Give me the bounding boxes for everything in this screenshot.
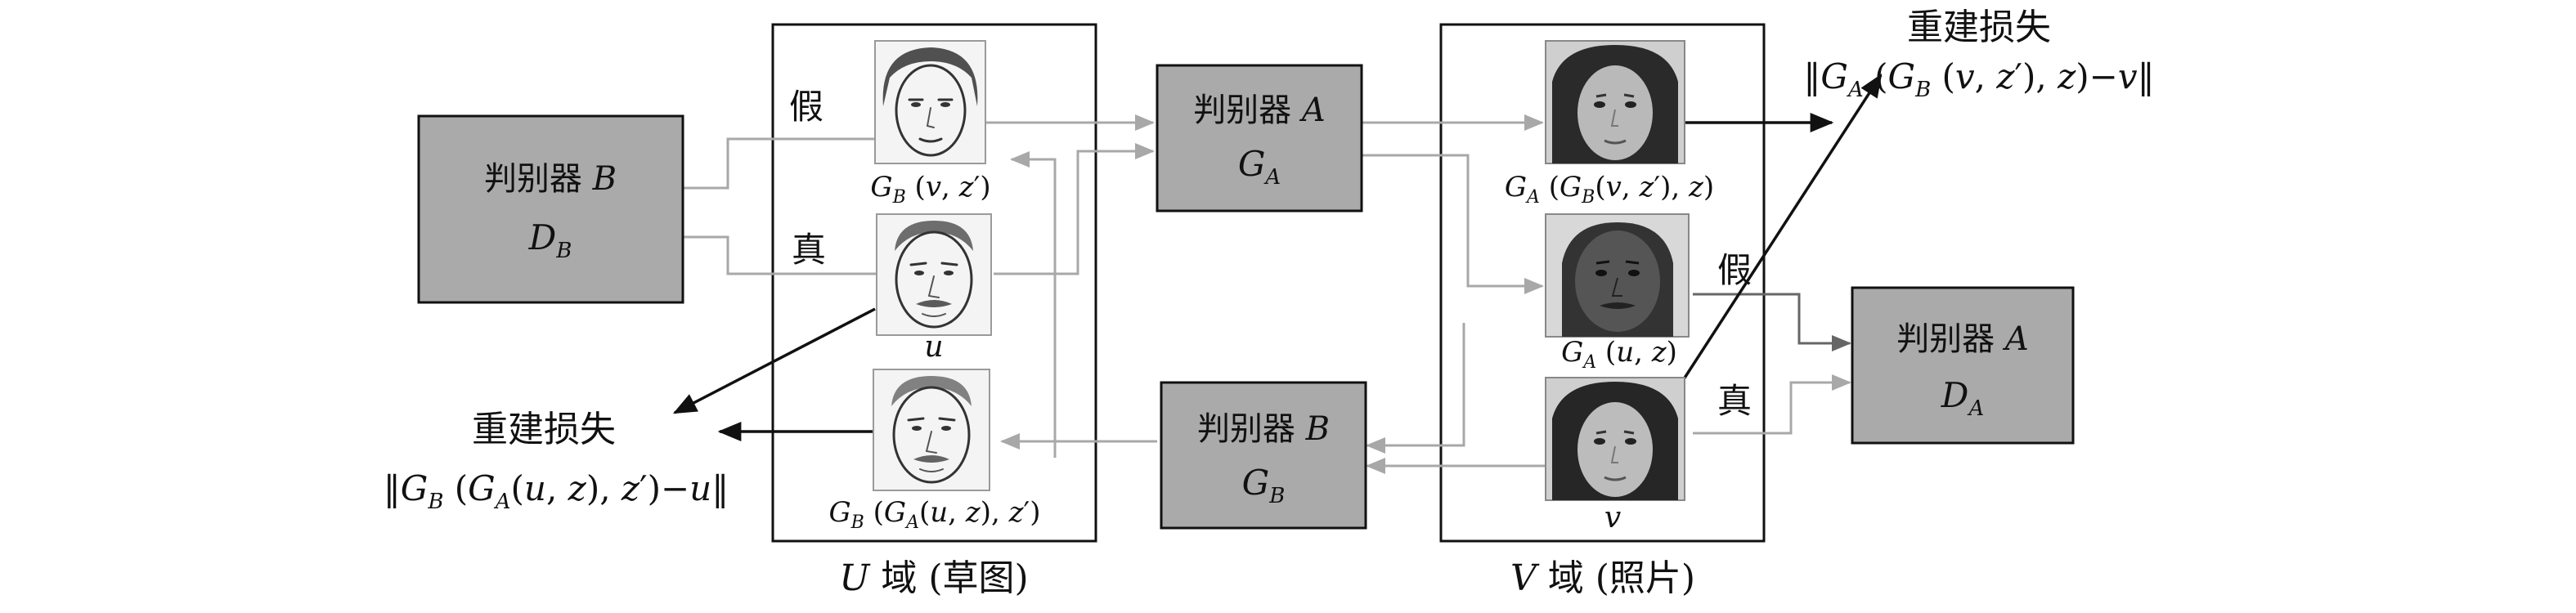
svg-text:DA: DA — [1941, 375, 1984, 421]
discriminator-a-right-box: 判别器 A DA — [1851, 286, 2075, 445]
label-real-photo: 真 — [1717, 381, 1752, 421]
svg-text:GB: GB — [1242, 463, 1286, 508]
photo-face-female-recon-icon — [1545, 40, 1685, 164]
svg-text:判别器 A: 判别器 A — [1193, 92, 1326, 129]
da-right-title: 判别器 — [1896, 320, 2005, 358]
label-real-sketch: 真 — [792, 230, 826, 270]
caption-gb-v-zprime: GB (v, z′) — [870, 171, 990, 208]
svg-text:判别器 B: 判别器 B — [484, 160, 617, 198]
label-u: u — [924, 330, 943, 364]
photo-face-male-dark-icon — [1545, 213, 1690, 338]
generator-b-box: 判别器 B GB — [1160, 381, 1367, 530]
svg-text:判别器 B: 判别器 B — [1197, 410, 1330, 448]
arrow-real-sketch-to-loss — [672, 307, 876, 414]
caption-gb-ga-u-z-zprime: GB (GA(u, z), z′) — [829, 496, 1041, 533]
sketch-face-female-icon — [874, 40, 986, 164]
svg-text:GA: GA — [1238, 144, 1281, 190]
svg-text:判别器 A: 判别器 A — [1896, 320, 2029, 358]
gray-flow-arrows — [683, 114, 1851, 474]
arrow-up-to-fake-sketch — [1010, 151, 1057, 458]
caption-ga-u-z: GA (u, z) — [1561, 336, 1677, 373]
recon-loss-right-formula: ‖GA (GB (v, z′), z)−v‖ — [1803, 56, 2154, 102]
photo-face-female-icon — [1545, 377, 1685, 501]
u-domain-frame — [771, 23, 1097, 543]
arrow-db-to-fake-label — [683, 137, 877, 190]
da-right-var: D — [1941, 375, 1969, 415]
gb-title: 判别器 — [1197, 410, 1306, 448]
ga-var: G — [1238, 144, 1266, 184]
arrow-db-to-real-label — [683, 235, 877, 275]
recon-loss-left-title: 重建损失 — [472, 409, 616, 450]
recon-loss-left-formula: ‖GB (GA(u, z), z′)−u‖ — [384, 468, 729, 514]
ga-title: 判别器 — [1193, 92, 1302, 129]
u-domain-caption: U 域 (草图) — [839, 557, 1028, 599]
dark-arrows — [672, 73, 1883, 441]
arrow-real-photo-to-da — [1693, 374, 1851, 435]
label-fake-photo: 假 — [1717, 250, 1752, 290]
caption-ga-gb-v-zprime-z: GA (GB(v, z′), z) — [1505, 171, 1714, 208]
label-fake-sketch: 假 — [789, 87, 824, 127]
v-domain-caption: V 域 (照片) — [1510, 557, 1695, 599]
arrow-real-photo-to-loss — [1679, 73, 1883, 385]
label-v: v — [1604, 501, 1621, 535]
arrow-fake-photo-to-da — [1693, 293, 1851, 351]
sketch-face-male-icon — [876, 213, 992, 336]
generator-a-box: 判别器 A GA — [1156, 64, 1363, 213]
db-left-var: D — [528, 217, 557, 257]
discriminator-b-left-box: 判别器 B DB — [417, 114, 684, 304]
gb-var: G — [1242, 463, 1270, 503]
db-left-title: 判别器 — [484, 160, 593, 198]
arrow-fake-photo-to-gb — [1366, 323, 1465, 454]
recon-loss-right-title: 重建损失 — [1907, 7, 2051, 48]
arrow-ga-to-fake-photo — [1362, 154, 1544, 294]
sketch-face-male-recon-icon — [873, 369, 990, 491]
arrow-real-sketch-to-ga — [994, 143, 1155, 275]
v-domain-frame — [1439, 23, 1766, 543]
svg-text:DB: DB — [528, 217, 572, 263]
